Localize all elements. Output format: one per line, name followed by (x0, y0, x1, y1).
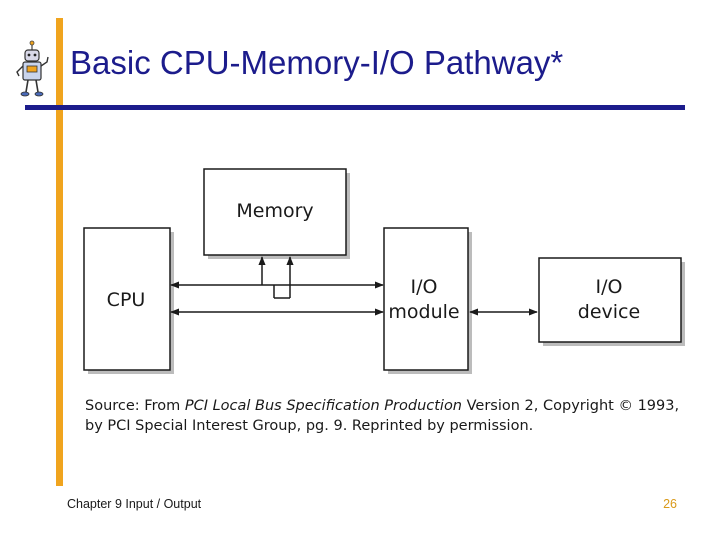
io-device-box (538, 257, 682, 343)
io-module-label-line2: module (388, 301, 459, 323)
io-device-label-line2: device (578, 301, 640, 323)
cpu-label: CPU (107, 289, 146, 311)
io-module-box (383, 227, 469, 371)
cpu-box (83, 227, 171, 371)
source-lead: Source: From (85, 398, 185, 414)
slide-title: Basic CPU-Memory-I/O Pathway* (70, 44, 564, 81)
title-underline-rule (25, 105, 685, 110)
robot-mascot-icon (16, 40, 49, 97)
source-citation: Source: From PCI Local Bus Specification… (85, 396, 685, 436)
io-device-label-line1: I/O (596, 276, 623, 298)
source-tail: Version 2, Copyright © 1993, by PCI Spec… (85, 398, 680, 434)
memory-box (203, 168, 347, 256)
chapter-footer: Chapter 9 Input / Output (67, 497, 202, 511)
source-title: PCI Local Bus Specification Production (184, 398, 463, 414)
accent-vertical-bar (56, 18, 63, 486)
memory-label: Memory (236, 200, 313, 222)
io-module-label-line1: I/O (411, 276, 438, 298)
page-number: 26 (663, 497, 677, 511)
